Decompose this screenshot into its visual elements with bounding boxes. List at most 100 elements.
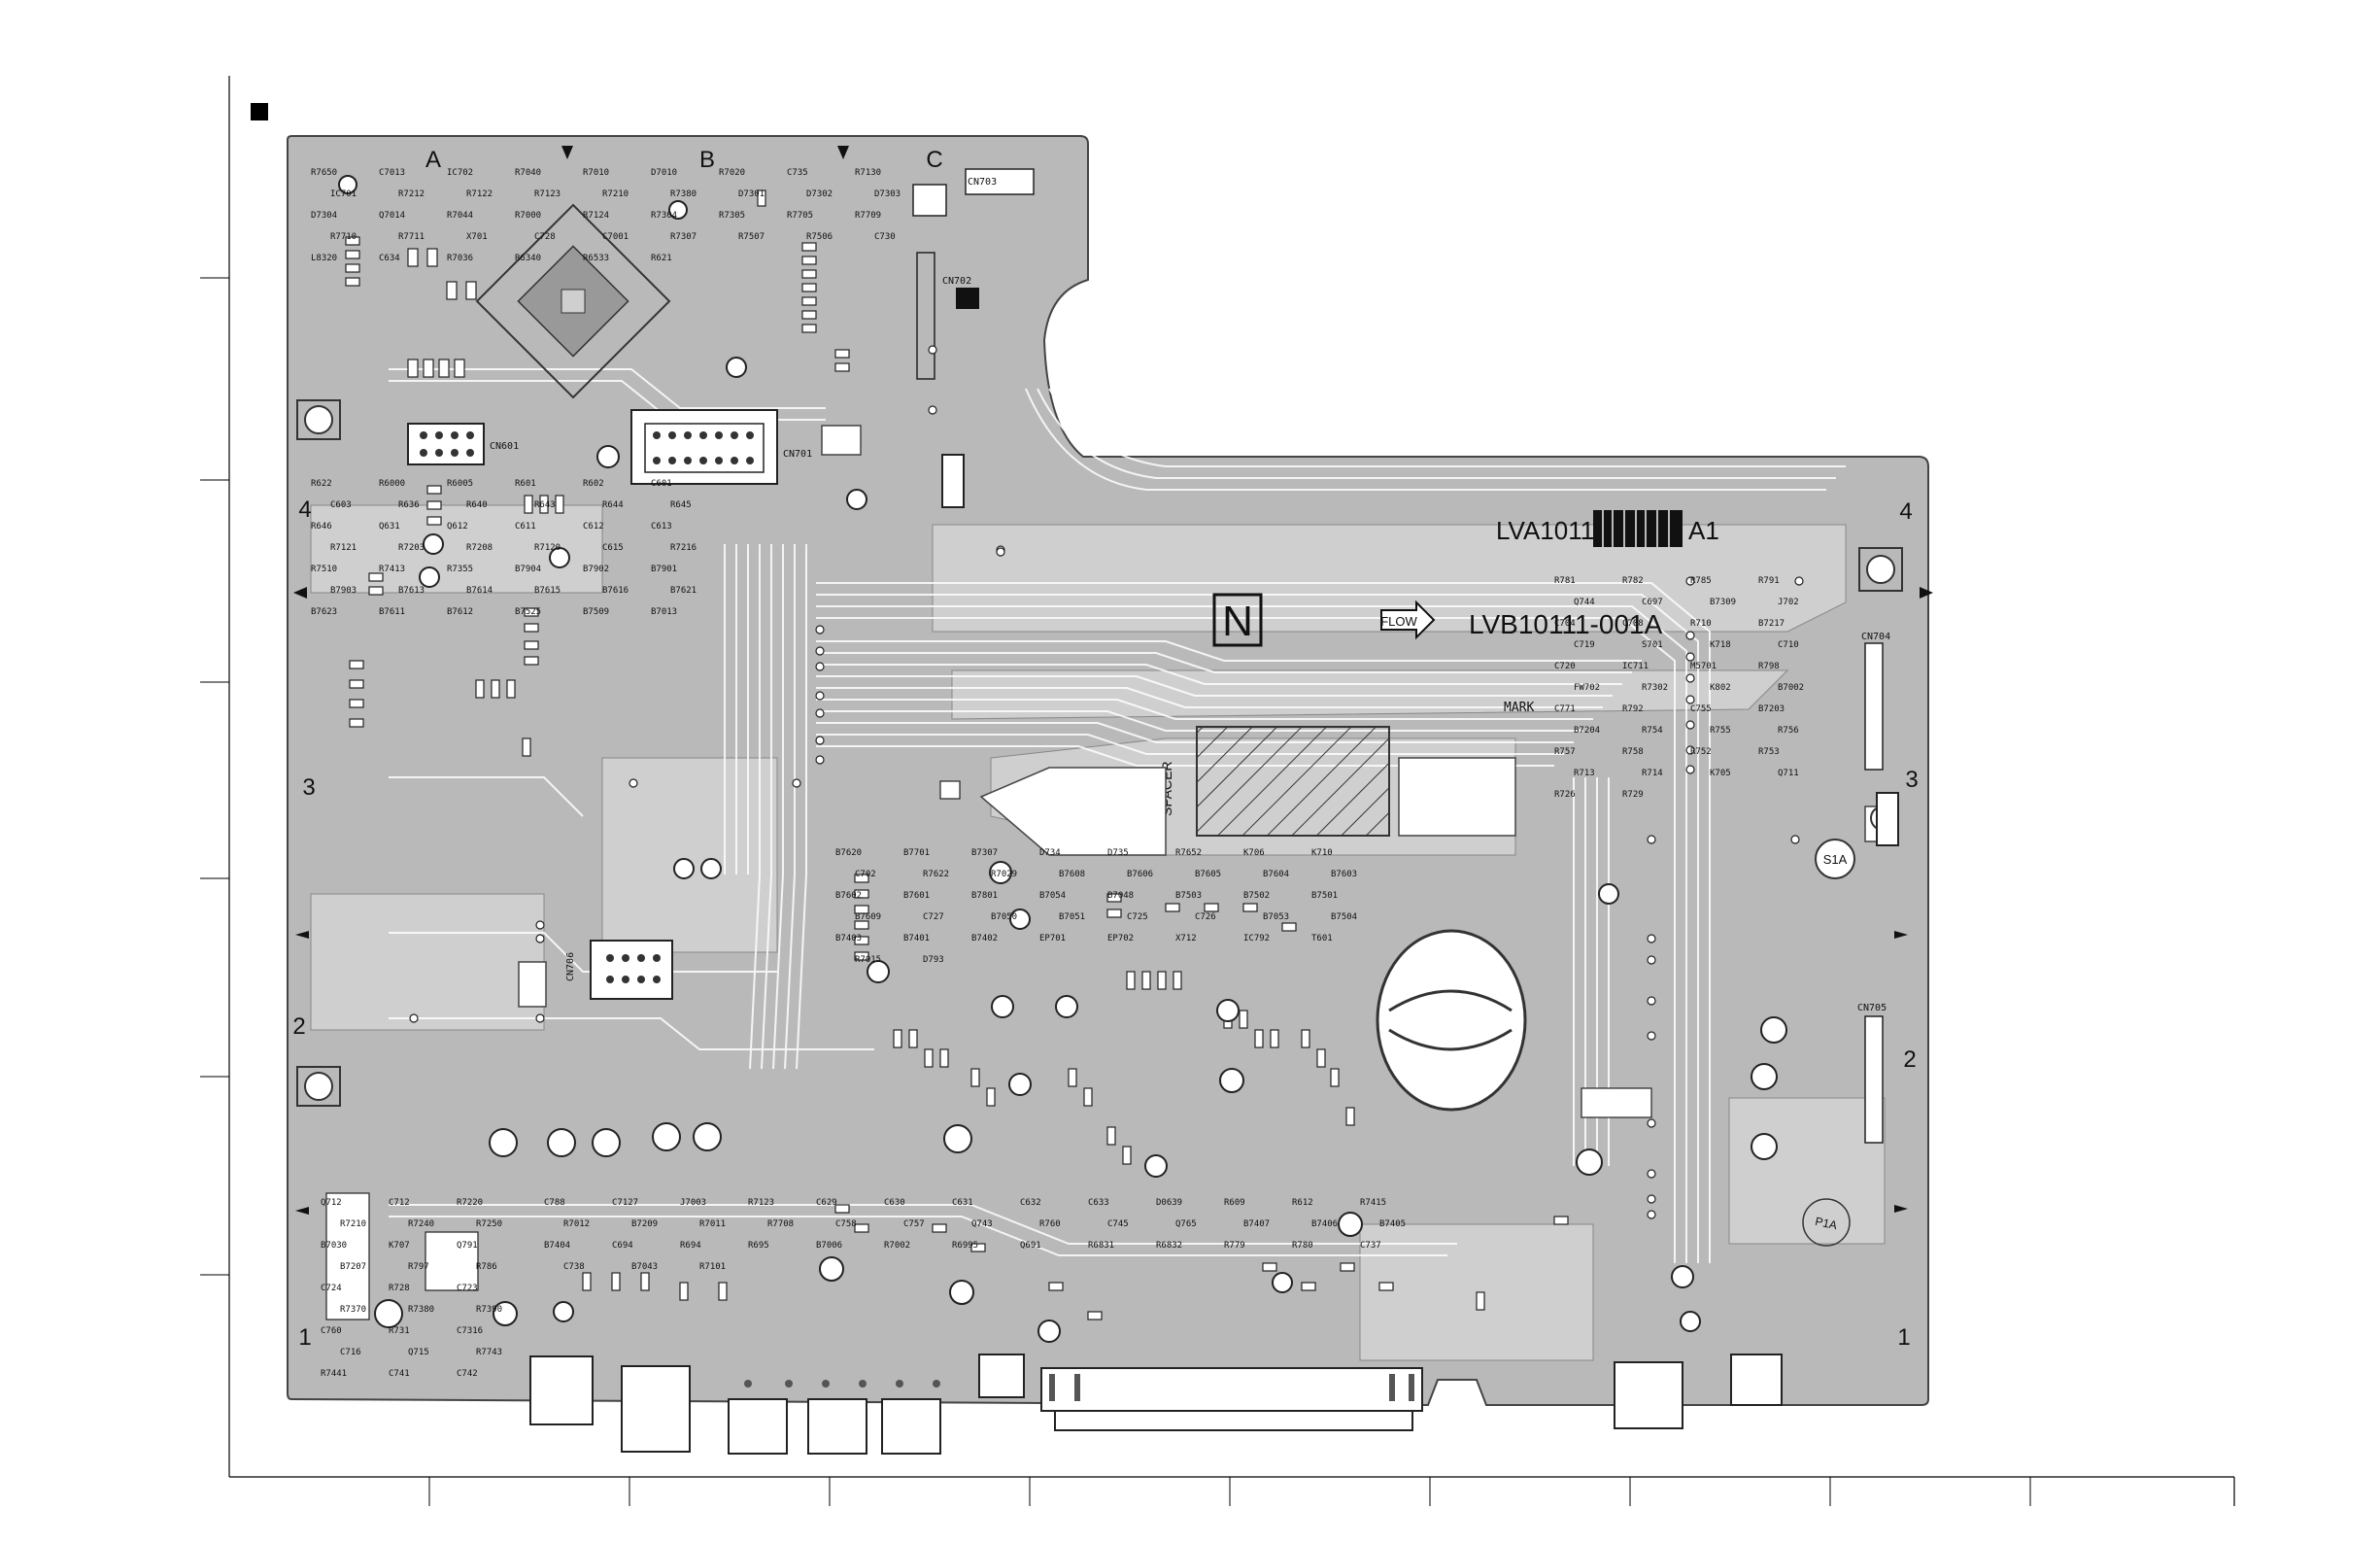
component-ref: R7101 [699, 1262, 726, 1272]
component-ref: IC702 [447, 168, 473, 178]
component-ref: C742 [457, 1369, 478, 1379]
component-ref: B7405 [1379, 1219, 1406, 1229]
component-ref: X701 [466, 232, 488, 242]
component-ref: D734 [1039, 848, 1061, 858]
component-ref: B7509 [583, 607, 609, 617]
component-ref: D793 [923, 955, 944, 965]
component-ref: R644 [602, 500, 624, 510]
component-ref: C601 [651, 479, 672, 489]
grid-row-3-left: 3 [302, 774, 315, 801]
component-ref: Q743 [971, 1219, 993, 1229]
flow-arrow [1380, 600, 1436, 640]
connector-cn704-ref: CN704 [1861, 632, 1890, 642]
component-ref: R7304 [651, 211, 677, 221]
component-ref: B7404 [544, 1241, 570, 1251]
component-ref: B7903 [330, 586, 357, 596]
component-ref: B7402 [971, 934, 998, 943]
component-ref: R7123 [748, 1198, 774, 1208]
component-ref: R7510 [311, 565, 337, 574]
component-ref: J702 [1778, 598, 1799, 607]
component-ref: C755 [1690, 704, 1712, 714]
grid-row-2-left: 2 [292, 1013, 305, 1040]
frame-ticks-bottom [428, 1477, 2031, 1506]
component-ref: R7036 [447, 254, 473, 263]
connector-cn701 [630, 409, 778, 485]
component-ref: B7614 [466, 586, 493, 596]
corner-square-marker [251, 103, 268, 120]
grid-col-b: B [699, 147, 715, 173]
round-cutout [1376, 929, 1527, 1112]
component-ref: R756 [1778, 726, 1799, 736]
component-ref: B7620 [835, 848, 862, 858]
bottom-jacks [529, 1354, 1783, 1455]
flow-label: FLOW [1380, 614, 1417, 629]
component-ref: R645 [670, 500, 692, 510]
component-ref: Q715 [408, 1348, 429, 1357]
spacer-hatched-area [1196, 726, 1390, 837]
component-ref: R7355 [447, 565, 473, 574]
grid-row-2-right: 2 [1903, 1046, 1916, 1073]
component-ref: R726 [1554, 790, 1576, 800]
component-ref: R6832 [1156, 1241, 1182, 1251]
component-ref: B7615 [534, 586, 561, 596]
component-ref: R7305 [719, 211, 745, 221]
component-ref: M5701 [1690, 662, 1717, 671]
component-ref: R7120 [534, 543, 561, 553]
component-ref: B7801 [971, 891, 998, 901]
component-ref: J7003 [680, 1198, 706, 1208]
component-ref: R7212 [398, 189, 425, 199]
component-ref: R7124 [583, 211, 609, 221]
component-ref: B7309 [1710, 598, 1736, 607]
component-ref: R7507 [738, 232, 765, 242]
component-ref: C738 [563, 1262, 585, 1272]
component-ref: C708 [1622, 619, 1644, 629]
component-ref: IC792 [1243, 934, 1270, 943]
component-ref: C612 [583, 522, 604, 531]
component-ref: C613 [651, 522, 672, 531]
component-ref: R7506 [806, 232, 833, 242]
component-ref: Q612 [447, 522, 468, 531]
component-ref: L8320 [311, 254, 337, 263]
component-ref: R7029 [991, 870, 1017, 879]
component-ref: R7020 [719, 168, 745, 178]
component-ref: R7203 [398, 543, 425, 553]
grid-row-3-right: 3 [1905, 767, 1918, 793]
component-ref: R785 [1690, 576, 1712, 586]
component-ref: C7316 [457, 1326, 483, 1336]
component-ref: R731 [389, 1326, 410, 1336]
component-ref: R7011 [699, 1219, 726, 1229]
grid-row-1-right: 1 [1897, 1324, 1910, 1351]
component-ref: B7502 [1243, 891, 1270, 901]
component-ref: R752 [1690, 747, 1712, 757]
component-ref: B7902 [583, 565, 609, 574]
component-ref: R636 [398, 500, 420, 510]
component-ref: R710 [1690, 619, 1712, 629]
component-ref: C737 [1360, 1241, 1381, 1251]
component-ref: R7622 [923, 870, 949, 879]
component-ref: C723 [457, 1284, 478, 1293]
component-ref: C725 [1127, 912, 1148, 922]
component-ref: R7010 [583, 168, 609, 178]
component-ref: K705 [1710, 769, 1731, 778]
connector-cn705-ref: CN705 [1857, 1003, 1887, 1013]
component-ref: B7203 [1758, 704, 1785, 714]
component-ref: C771 [1554, 704, 1576, 714]
component-ref: B7601 [903, 891, 930, 901]
component-ref: R728 [389, 1284, 410, 1293]
component-ref: R7130 [855, 168, 881, 178]
component-ref: R646 [311, 522, 332, 531]
component-ref: B7407 [1243, 1219, 1270, 1229]
s1a-marker [1815, 839, 1855, 879]
component-ref: R6000 [379, 479, 405, 489]
component-ref: R7302 [1642, 683, 1668, 693]
component-ref: C710 [1778, 640, 1799, 650]
component-ref: B7050 [991, 912, 1017, 922]
frame-ticks-left [200, 277, 229, 1276]
component-ref: B7904 [515, 565, 541, 574]
p1a-label: P1A [1814, 1215, 1838, 1232]
n-mark: N [1222, 598, 1253, 645]
s1a-label: S1A [1823, 852, 1848, 867]
connector-cn704 [1864, 642, 1884, 771]
connector-cn702 [916, 252, 979, 380]
